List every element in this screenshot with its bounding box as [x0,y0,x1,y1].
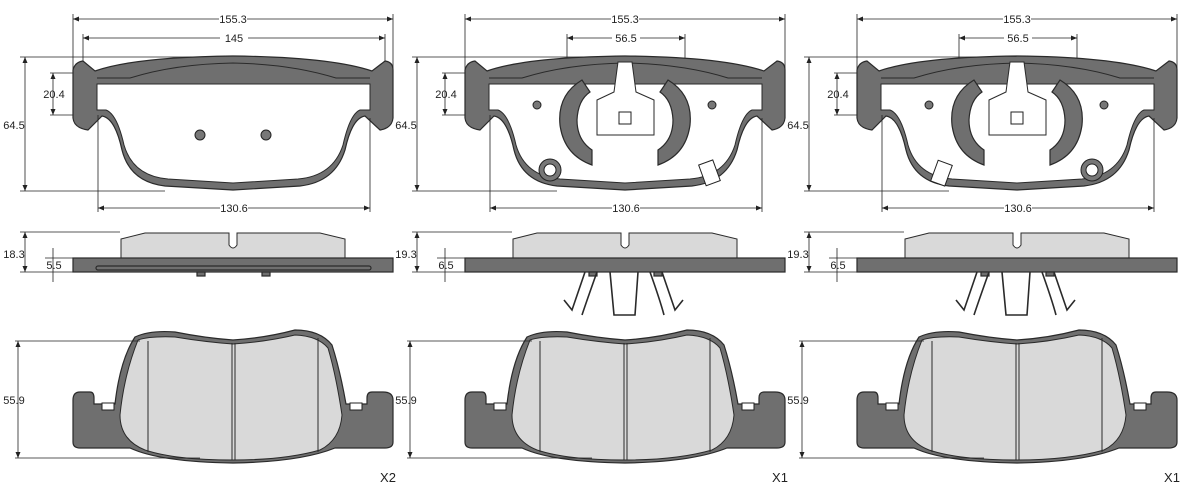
backing-plate-face [96,83,371,184]
pad-view-3: 155.3 56.5 64.5 20.4 130.6 19.3 6.5 55.9X1 [787,13,1180,485]
rivet-icon [194,129,206,141]
rivet-icon [924,100,934,110]
rivet-head [196,271,206,277]
rivet-head [261,271,271,277]
mount-hole-inner [1085,163,1099,177]
ear-notch [349,402,363,411]
backing-plate-side [856,257,1178,273]
mount-hole-inner [543,163,557,177]
backing-plate-side [464,257,786,273]
friction-face [511,334,735,461]
overall-width-dimension-label: 155.3 [611,14,639,26]
quantity-label: X1 [1164,470,1180,485]
clip-square [618,111,632,125]
thickness-label: 19.3 [787,249,808,261]
height-label: 64.5 [395,120,416,132]
bottom-width-dimension-label-bg [220,202,248,214]
retaining-clip [596,61,655,136]
quantity-label: X1 [772,470,788,485]
ear-notch [493,402,507,411]
spring-clip-side [563,271,684,316]
clip-square [1010,111,1024,125]
bottom-width-dimension-label: 130.6 [612,203,640,215]
friction-block-side [512,232,738,259]
plate-thickness-label: 5.5 [46,260,61,272]
friction-height-label: 55.9 [395,395,416,407]
wear-sensor-icon [698,159,721,187]
thickness-label: 19.3 [395,249,416,261]
anti-rattle-spring [559,79,691,166]
anti-rattle-spring [951,79,1083,166]
ear-height-label: 20.4 [435,89,456,101]
inner-width-dimension-label: 145 [225,33,243,45]
bottom-width-dimension-label-bg [612,202,640,214]
rivet-head [1045,271,1055,277]
overall-width-dimension-label-bg [1003,13,1031,25]
spring-clip-side [955,271,1076,316]
rivet-icon [707,100,717,110]
overall-width-dimension-label-bg [611,13,639,25]
plate-thickness-label: 6.5 [438,260,453,272]
ear-notch [885,402,899,411]
friction-face [119,334,343,461]
height-label: 64.5 [787,120,808,132]
overall-width-dimension-label-bg [219,13,247,25]
friction-face [903,334,1127,461]
bottom-width-dimension-label: 130.6 [220,203,248,215]
clip-width-dimension-label: 56.5 [1007,33,1028,45]
overall-width-dimension-label: 155.3 [219,14,247,26]
ear-notch [1133,402,1147,411]
rivet-icon [532,100,542,110]
friction-block-side [120,232,346,259]
thickness-label: 18.3 [3,249,24,261]
clip-width-dimension-label-bg [1004,32,1032,44]
quantity-label: X2 [380,470,396,485]
pad-view-2: 155.3 56.5 64.5 20.4 130.6 19.3 6.5 55.9X1 [395,13,788,485]
clip-width-dimension-label: 56.5 [615,33,636,45]
overall-width-dimension-label: 155.3 [1003,14,1031,26]
clip-width-dimension-label-bg [612,32,640,44]
ear-notch [101,402,115,411]
bottom-width-dimension-label-bg [1004,202,1032,214]
plate-thickness-label: 6.5 [830,260,845,272]
friction-block-side [904,232,1130,259]
height-label: 64.5 [3,120,24,132]
rivet-icon [260,129,272,141]
rivet-head [653,271,663,277]
inner-width-dimension-label-bg [220,32,248,44]
pad-view-1: 155.3 145 64.5 20.4 130.6 18.3 5.5 55.9X2 [3,13,396,485]
rivet-icon [1099,100,1109,110]
ear-notch [741,402,755,411]
bottom-width-dimension-label: 130.6 [1004,203,1032,215]
friction-height-label: 55.9 [787,395,808,407]
shim-side [95,265,372,271]
ear-height-label: 20.4 [827,89,848,101]
friction-height-label: 55.9 [3,395,24,407]
ear-height-label: 20.4 [43,89,64,101]
wear-sensor-icon [930,159,953,187]
top-arch-line [97,62,370,79]
retaining-clip [988,61,1047,136]
